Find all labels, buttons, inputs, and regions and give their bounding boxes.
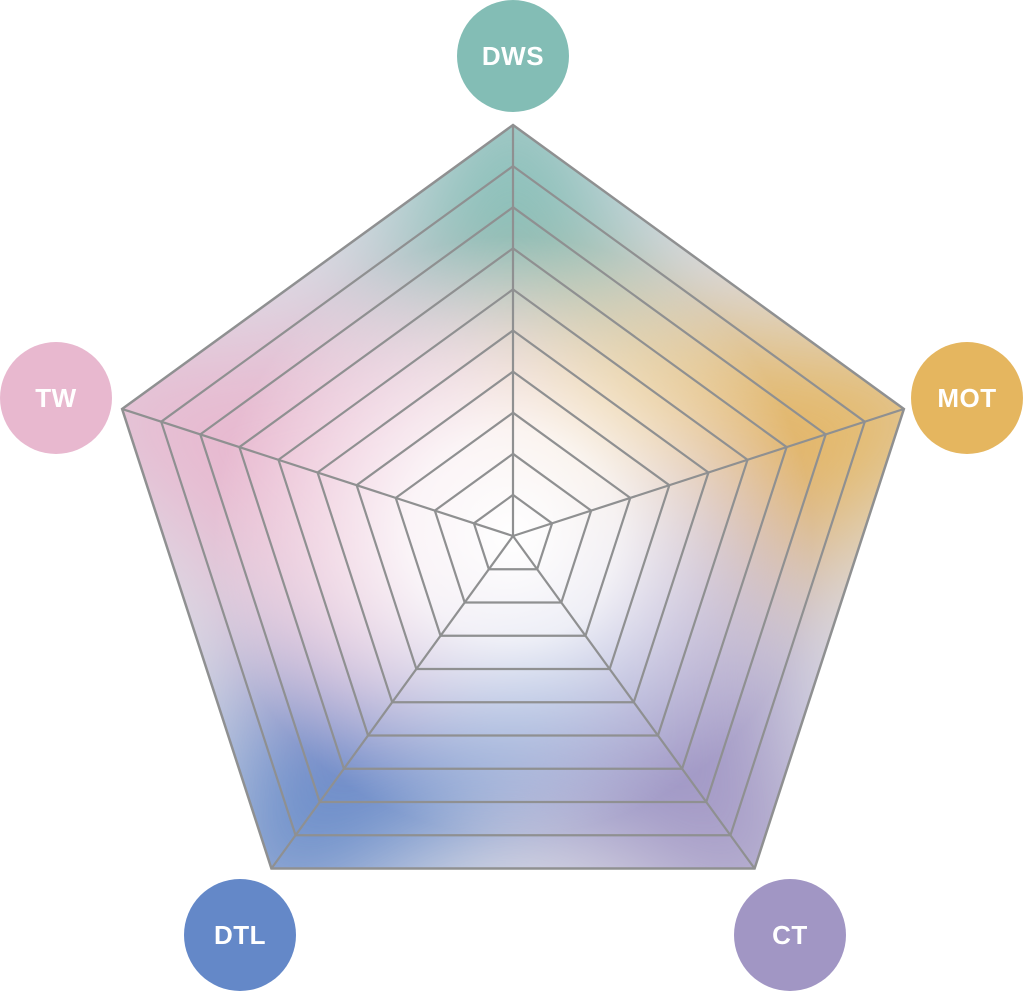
grid-ring-9	[159, 164, 867, 837]
grid-ring-1	[472, 493, 554, 571]
axis-node-dws-circle	[457, 0, 569, 112]
axis-node-dtl-label: DTL	[214, 920, 266, 950]
axis-node-tw-label: TW	[35, 383, 76, 413]
grid-ring-10	[120, 123, 906, 870]
axis-node-mot-label: MOT	[937, 383, 996, 413]
axis-spoke-ct	[512, 535, 756, 870]
axis-node-mot: MOT	[911, 342, 1023, 454]
grid-ring-8	[198, 205, 828, 804]
axis-node-ct-circle	[734, 879, 846, 991]
axis-node-dtl-circle	[184, 879, 296, 991]
grid-ring-7	[238, 246, 788, 770]
axis-node-mot-circle	[911, 342, 1023, 454]
axis-node-ct: CT	[734, 879, 846, 991]
axis-node-dtl: DTL	[184, 879, 296, 991]
axis-node-dws: DWS	[457, 0, 569, 112]
grid-ring-4	[355, 370, 671, 671]
axis-node-ct-label: CT	[772, 920, 808, 950]
axis-spoke-mot	[512, 407, 905, 538]
grid-ring-6	[277, 288, 749, 737]
grid-ring-2	[433, 452, 593, 604]
grid-ring-3	[394, 411, 632, 637]
axis-spoke-tw	[121, 407, 514, 538]
axis-node-tw-circle	[0, 342, 112, 454]
axis-node-dws-label: DWS	[482, 41, 544, 71]
radar-grid	[120, 123, 906, 870]
grid-ring-5	[316, 329, 710, 704]
axis-node-tw: TW	[0, 342, 112, 454]
axis-spoke-dtl	[270, 535, 514, 870]
